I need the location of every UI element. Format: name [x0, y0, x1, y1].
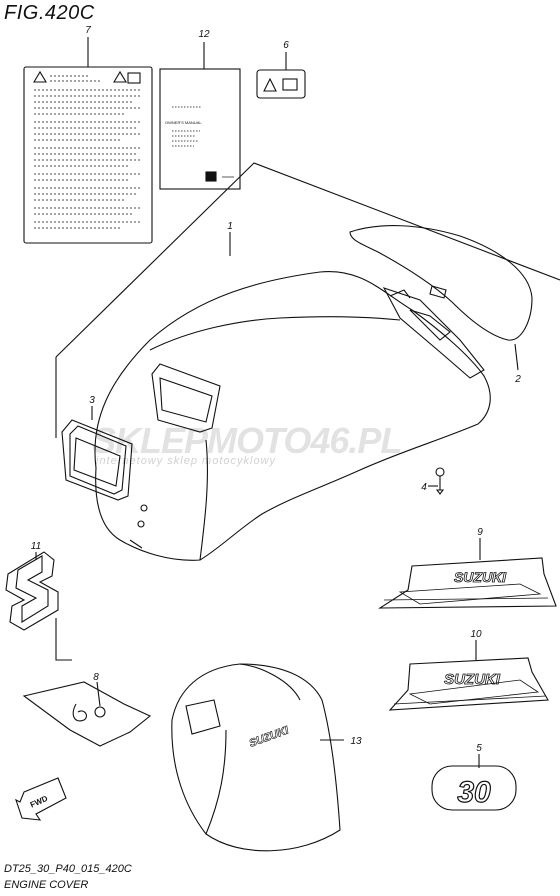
small-caution-label-part	[256, 69, 306, 99]
rear-cover-part	[349, 225, 533, 379]
figure-title: FIG.420C	[4, 2, 95, 24]
callout-3: 3	[89, 395, 95, 406]
callout-10: 10	[470, 629, 482, 640]
watermark-brand: SKLEPMOTO46.PL	[92, 420, 402, 461]
callout-2: 2	[514, 374, 521, 385]
leader-line-8	[96, 681, 101, 707]
callout-6: 6	[283, 40, 289, 51]
forward-arrow-icon	[15, 777, 67, 821]
callout-13: 13	[350, 736, 362, 747]
fwd-label: FWD	[29, 794, 50, 810]
screw-part	[435, 467, 445, 495]
callout-8: 8	[93, 672, 99, 683]
leader-line-2	[514, 343, 519, 371]
callout-9: 9	[477, 527, 483, 538]
callout-5: 5	[476, 743, 482, 754]
decal-9-brand: SUZUKI	[454, 569, 507, 585]
callout-1: 1	[227, 221, 233, 232]
warning-label-part	[23, 66, 153, 244]
watermark-tagline: internetowy sklep motocyklowy	[96, 455, 277, 467]
engine-cover-part	[55, 162, 560, 661]
callout-11: 11	[31, 541, 41, 552]
model-number: 30	[457, 776, 491, 809]
callout-7: 7	[85, 25, 91, 36]
diagram-name: ENGINE COVER	[4, 879, 89, 891]
decal-10-brand: SUZUKI	[444, 671, 501, 688]
suzuki-decal-10-part	[388, 657, 549, 711]
callout-4: 4	[421, 482, 427, 493]
callout-12: 12	[198, 29, 210, 40]
model-number-decal-part	[431, 765, 517, 811]
diagram-code: DT25_30_P40_015_420C	[4, 863, 132, 875]
suzuki-s-emblem-part	[5, 551, 59, 631]
bag-part	[22, 681, 152, 747]
suzuki-decal-9-part	[378, 557, 557, 609]
owners-manual-part	[159, 68, 241, 190]
cover-brand: SUZUKI	[248, 724, 291, 750]
outboard-cover-part	[171, 663, 341, 852]
grommet-part	[61, 419, 133, 501]
manual-title: OWNER'S MANUAL	[165, 120, 202, 125]
